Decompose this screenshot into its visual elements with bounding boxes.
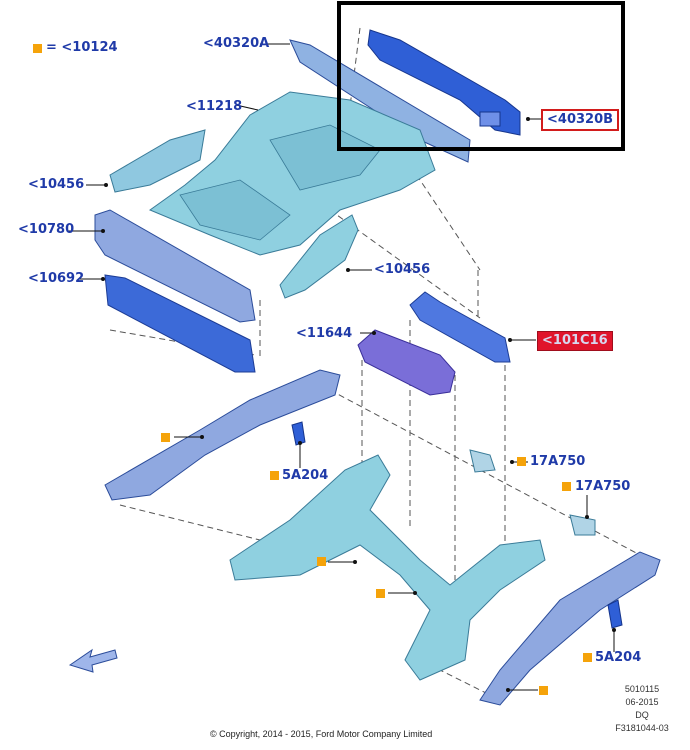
floor-pan-well [179, 179, 291, 241]
marker-5A204-right [583, 653, 592, 662]
meta-line2: 06-2015 [625, 697, 659, 707]
part-11644 [357, 329, 456, 396]
part-right-rail [479, 551, 661, 706]
callout-10456-left: <10456 [28, 177, 85, 192]
part-5A204-right [607, 599, 623, 629]
meta-line1: 5010115 [624, 684, 660, 694]
floor-pan-tunnel [269, 124, 381, 191]
drawing-meta: 5010115 06-2015 DQ F3181044-03 [612, 683, 672, 735]
callout-17A750-b: 17A750 [575, 479, 631, 494]
callout-17A750-a: 17A750 [530, 454, 586, 469]
direction-arrow-icon [68, 648, 118, 673]
copyright-text: © Copyright, 2014 - 2015, Ford Motor Com… [210, 729, 433, 739]
meta-line3: DQ [635, 710, 649, 720]
part-17A750-b [569, 514, 596, 536]
callout-5A204-left: 5A204 [282, 468, 329, 483]
callout-5A204-right: 5A204 [595, 650, 642, 665]
part-10456-center [279, 214, 359, 299]
highlight-frame [337, 1, 625, 151]
legend-marker [33, 44, 42, 53]
part-17A750-a [469, 449, 496, 473]
callout-11218: <11218 [186, 99, 243, 114]
part-center-frame [229, 454, 546, 681]
marker-10124-a [161, 433, 170, 442]
callout-40320A: <40320A [203, 36, 270, 51]
part-10780-rocker [94, 209, 256, 323]
part-10456-left [109, 129, 206, 193]
part-5A204-left [291, 421, 306, 446]
part-10692-sill [104, 274, 256, 373]
callout-10780: <10780 [18, 222, 75, 237]
part-40320A [289, 39, 471, 163]
marker-17A750-a [517, 457, 526, 466]
meta-line4: F3181044-03 [615, 723, 669, 733]
marker-10124-c [376, 589, 385, 598]
leader-lines [68, 43, 615, 691]
part-left-rail [104, 369, 341, 501]
callout-40320B: <40320B [541, 109, 620, 131]
part-40320B [367, 29, 521, 136]
marker-10124-b [317, 557, 326, 566]
callout-10692: <10692 [28, 271, 85, 286]
callout-101C16: <101C16 [537, 331, 613, 351]
part-101C16 [409, 291, 511, 363]
part-40320B-bracket [479, 111, 501, 127]
marker-5A204-left [270, 471, 279, 480]
marker-10124-d [539, 686, 548, 695]
callout-11644: <11644 [296, 326, 353, 341]
marker-17A750-b [562, 482, 571, 491]
legend-text: = <10124 [46, 40, 118, 55]
callout-10456-center: <10456 [374, 262, 431, 277]
